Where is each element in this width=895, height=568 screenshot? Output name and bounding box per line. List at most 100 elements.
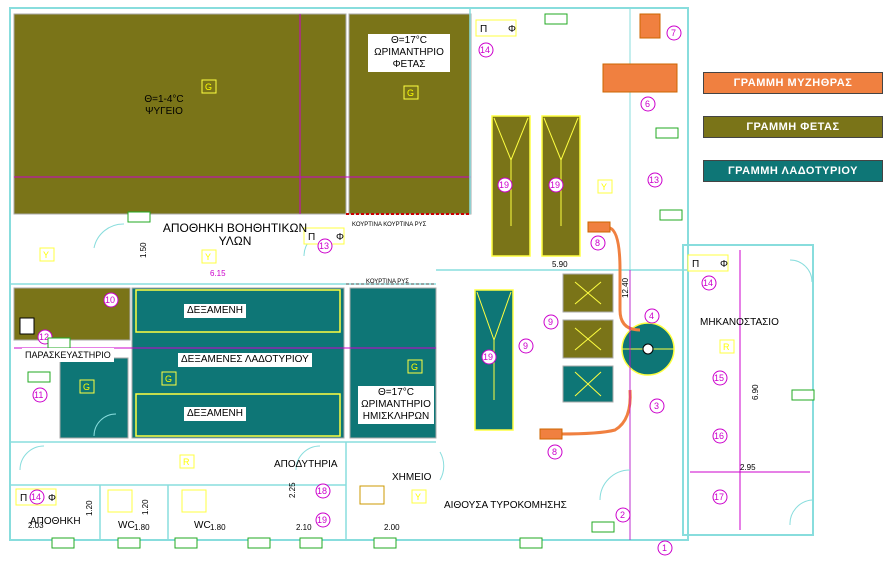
dimension-label: 12.40 [621,277,630,298]
myzithra-box [639,13,661,39]
aux-storage-line2: ΥΛΩΝ [218,234,252,248]
box-mark [574,281,602,305]
door-arc [295,445,321,471]
pump [539,428,563,440]
sink-letter-p: Π [20,493,27,504]
feta-ripening-label: Θ=17°C ΩΡΙΜΑΝΤΗΡΙΟ ΦΕΤΑΣ [368,34,450,72]
pump [587,221,611,233]
equipment-number: 4 [649,311,654,321]
cheese-hall-label: ΑΙΘΟΥΣΑ ΤΥΡΟΚΟΜΗΣΗΣ [444,500,567,511]
equipment-number: 10 [105,295,115,305]
equipment-number: 19 [550,180,560,190]
equipment-number: 1 [662,543,667,553]
equipment-number: 14 [31,492,41,502]
zone-code-g: G [83,382,90,392]
lab-label: ΧΗΜΕΙΟ [392,472,432,483]
dimension-label: 5.90 [552,260,568,269]
freezer-name: ΨΥΓΕΙΟ [145,106,183,117]
zone-code-g: G [411,362,418,372]
freezer-temp: Θ=1-4°C [144,94,184,105]
equipment-number: 14 [480,45,490,55]
dimension-label: 2.10 [296,523,312,532]
zone-code-g: G [165,374,172,384]
dimension-label: 6.90 [751,384,760,400]
prep-label: ΠΑΡΑΣΚΕΥΑΣΤΗΡΙΟ [22,348,114,362]
vat-mark [642,343,654,355]
legend-ladotyri: ΓΡΑΜΜΗ ΛΑΔΟΤΥΡΙΟΥ [703,160,883,182]
dimension-label: 1.50 [139,242,148,258]
dimension-label: 2.03 [28,521,44,530]
myzithra-pipe [609,226,641,332]
storage-label: ΑΠΟΘΗΚΗ [30,516,81,527]
sink-letter-phi: Φ [48,493,56,504]
door-arc [789,259,813,283]
feta-ripening-temp: Θ=17°C [391,35,427,46]
equipment-number: 11 [34,390,43,400]
equipment-number: 19 [483,352,493,362]
equipment-number: 6 [645,99,650,109]
zone-code-g: G [205,82,212,92]
equipment-number: 2 [620,510,625,520]
shower-tray [107,489,133,513]
dimension-label: 1.80 [134,523,150,532]
wc2-label: WC [194,520,211,531]
zone-code-y: Y [415,492,421,502]
equipment-number: 3 [654,401,659,411]
semi-hard-temp: Θ=17°C [378,387,414,398]
freezer-room [13,13,347,215]
dimension-label: 2.00 [384,523,400,532]
equipment-number: 16 [714,431,724,441]
equipment-number: 19 [499,180,509,190]
sink-letter-phi: Φ [720,259,728,270]
equipment-number: 14 [703,278,713,288]
door-arc [93,223,125,249]
feta-ripening-line2: ΦΕΤΑΣ [392,59,426,70]
zone-code-y: Y [205,252,211,262]
door-arc [599,469,631,501]
tank-bottom-label: ΔΕΞΑΜΕΝΗ [184,407,246,421]
zone-code-r: R [723,342,730,352]
door-arc [439,451,445,481]
sink-letter-phi: Φ [508,24,516,35]
dimension-label: 2.25 [288,482,297,498]
box-mark [574,327,602,351]
legend-myzithra: ΓΡΑΜΜΗ ΜΥΖΗΘΡΑΣ [703,72,883,94]
equipment-number: 13 [319,241,329,251]
tank-top-label: ΔΕΞΑΜΕΝΗ [184,304,246,318]
sink-letter-phi: Φ [336,232,344,243]
dimension-label: 1.20 [141,499,150,515]
door-arc [93,413,117,437]
myzithra-pipe [559,389,632,436]
sink [19,317,35,335]
equipment-markers: 1 2 3 4 7 6 8 8 9 9 10 11 12 13 14 14 14… [29,25,728,556]
dimension-label: 1.20 [85,500,94,516]
tanks-mid-label: ΔΕΞΑΜΕΝΕΣ ΛΑΔΟΤΥΡΙΟΥ [178,353,312,367]
zone-code-y: Y [601,182,607,192]
semi-hard-line2: ΗΜΙΣΚΛΗΡΩΝ [362,411,430,422]
outer-wall [9,7,689,541]
sink-letter-p: Π [692,259,699,270]
sink-box [475,19,517,37]
equipment-number: 12 [39,332,49,342]
dimension-label: 1.80 [210,523,226,532]
equipment-number: 17 [714,492,724,502]
semi-hard-label: Θ=17°C ΩΡΙΜΑΝΤΗΡΙΟ ΗΜΙΣΚΛΗΡΩΝ [358,386,434,424]
legend-feta: ΓΡΑΜΜΗ ΦΕΤΑΣ [703,116,883,138]
prep-lower-room [59,357,129,439]
equipment-number: 18 [317,486,327,496]
engine-room-label: ΜΗΚΑΝΟΣΤΑΣΙΟ [700,317,779,328]
equipment-number: 19 [317,515,327,525]
wc1-label: WC [118,520,135,531]
zone-code-r: R [183,457,190,467]
equipment-number: 7 [671,28,676,38]
equipment-number: 8 [595,238,600,248]
curtain-label: ΚΟΥΡΤΙΝΑ ΡΥΣ [366,279,409,285]
myzithra-table [602,63,678,93]
equipment-number: 8 [552,447,557,457]
locker-label: ΑΠΟΔΥΤΗΡΙΑ [274,459,338,470]
feta-ripening-line1: ΩΡΙΜΑΝΤΗΡΙΟ [374,47,444,58]
door-arc [19,445,45,471]
sink-letter-p: Π [480,24,487,35]
aux-storage-label: ΑΠΟΘΗΚΗ ΒΟΗΘΗΤΙΚΩΝ ΥΛΩΝ [160,222,310,248]
